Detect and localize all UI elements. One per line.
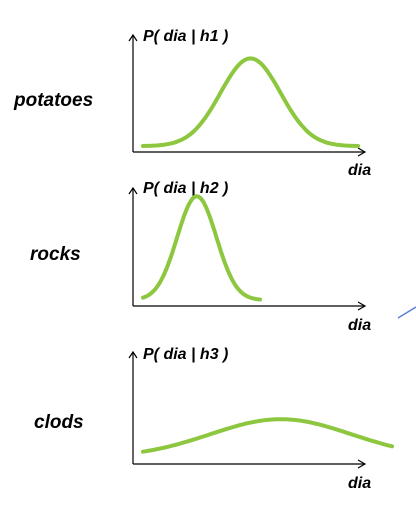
panel-potatoes-category-label: potatoes	[13, 90, 93, 111]
panel-clods-y-arrow	[128, 350, 138, 359]
panel-clods: clods P( dia | h3 ) dia	[34, 346, 394, 492]
panel-potatoes-distribution-curve	[141, 56, 360, 148]
panel-rocks-y-axis-label: P( dia | h2 )	[143, 180, 228, 197]
panel-potatoes: potatoes P( dia | h1 ) dia	[13, 28, 371, 179]
panel-rocks: rocks P( dia | h2 ) dia	[30, 180, 371, 334]
panel-rocks-axes	[128, 186, 367, 311]
panel-rocks-x-axis-label: dia	[348, 317, 371, 334]
panel-clods-x-arrow	[357, 459, 367, 469]
annotation-line	[397, 306, 416, 319]
panel-clods-distribution-curve	[141, 417, 394, 454]
panel-clods-category-label: clods	[34, 412, 84, 433]
panel-clods-axes	[128, 350, 367, 469]
panel-potatoes-y-axis-label: P( dia | h1 )	[143, 28, 228, 45]
panel-rocks-distribution-curve	[141, 194, 262, 302]
panel-potatoes-y-arrow	[128, 33, 138, 42]
panel-rocks-category-label: rocks	[30, 244, 81, 265]
panel-potatoes-x-arrow	[357, 147, 367, 157]
panel-clods-x-axis-label: dia	[348, 475, 371, 492]
panel-rocks-y-arrow	[128, 186, 138, 195]
panel-potatoes-axes	[128, 33, 367, 157]
panel-rocks-x-arrow	[357, 301, 367, 311]
panel-clods-y-axis-label: P( dia | h3 )	[143, 346, 228, 363]
panel-potatoes-x-axis-label: dia	[348, 162, 371, 179]
